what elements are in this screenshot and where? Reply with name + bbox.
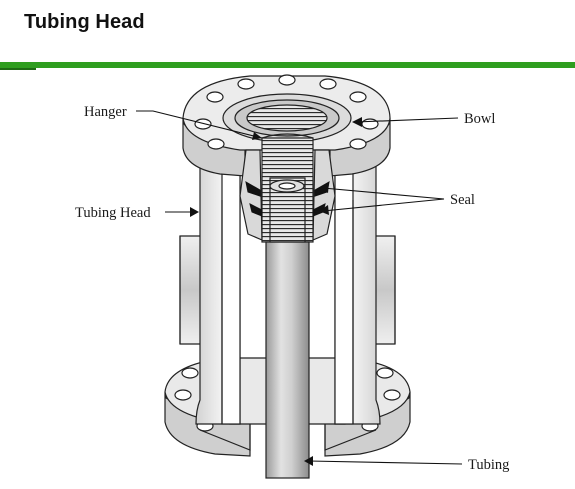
label-hanger: Hanger: [84, 104, 127, 120]
tubing-head-body: [195, 161, 381, 451]
label-seal: Seal: [450, 192, 475, 208]
leader-lines: [136, 110, 463, 466]
tubing-pipe: [265, 177, 310, 479]
title-divider: [0, 62, 575, 68]
title-divider-accent: [0, 68, 36, 70]
label-bowl: Bowl: [464, 111, 495, 127]
label-tubing: Tubing: [468, 457, 509, 473]
page-title: Tubing Head: [24, 11, 145, 33]
label-tubing-head: Tubing Head: [75, 205, 151, 221]
